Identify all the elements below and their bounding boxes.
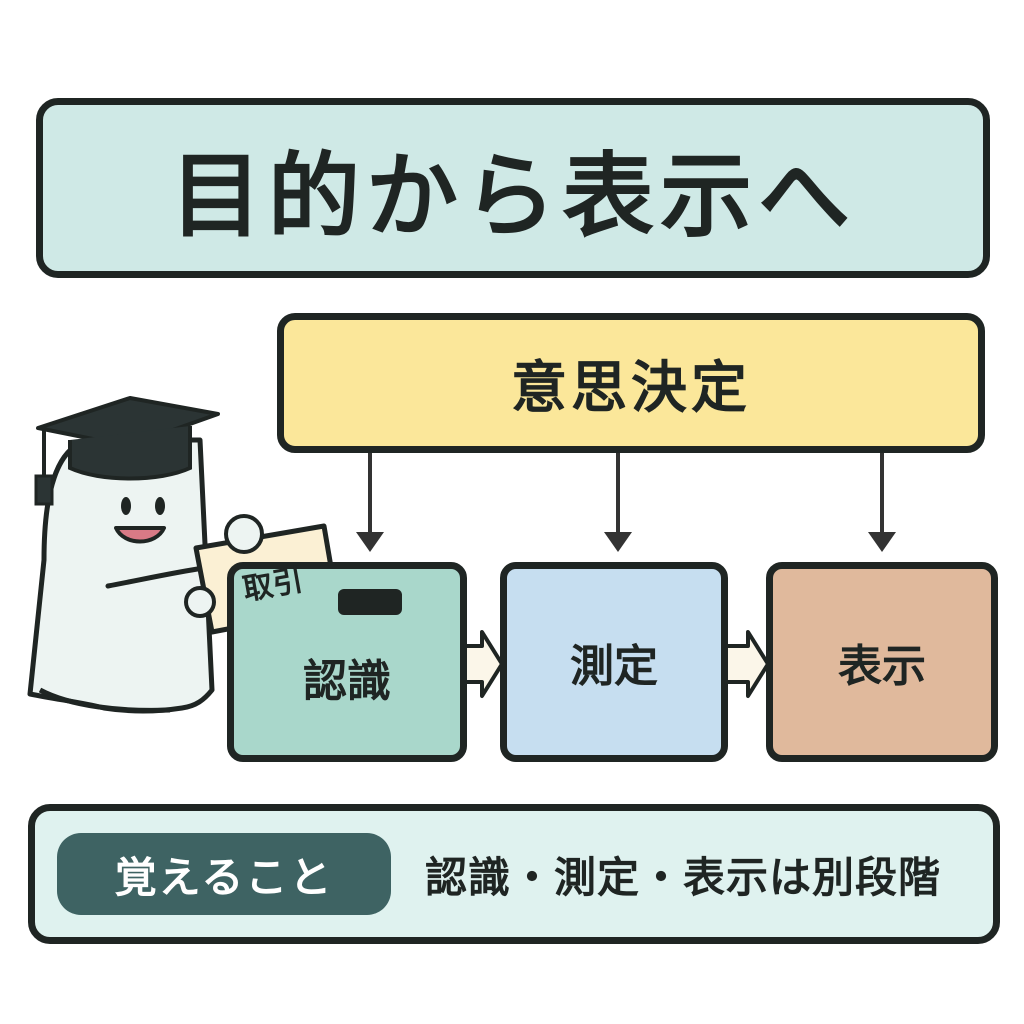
graduation-cap-icon: [34, 396, 220, 506]
step-presentation-label: 表示: [838, 641, 926, 692]
summary-text: 認識・測定・表示は別段階: [425, 852, 942, 902]
card-slot: [338, 589, 402, 615]
title-banner: 目的から表示へ: [36, 98, 990, 278]
page-title: 目的から表示へ: [169, 142, 856, 250]
step-recognition-label: 認識: [303, 656, 391, 707]
arrow-measurement-to-presentation: [722, 630, 770, 698]
step-measurement: 測定: [500, 562, 728, 762]
arrow-decision-to-recognition: [356, 453, 384, 552]
decision-box: 意思決定: [277, 313, 985, 453]
decision-label: 意思決定: [511, 355, 751, 421]
step-measurement-label: 測定: [570, 641, 658, 692]
ghost-mascot-icon: [27, 437, 215, 714]
step-presentation: 表示: [766, 562, 998, 762]
summary-bar: 覚えること 認識・測定・表示は別段階: [28, 804, 1000, 944]
step-recognition: 認識: [227, 562, 467, 762]
summary-tag: 覚えること: [57, 833, 391, 915]
arrow-decision-to-measurement: [604, 453, 632, 552]
arrow-decision-to-presentation: [868, 453, 896, 552]
